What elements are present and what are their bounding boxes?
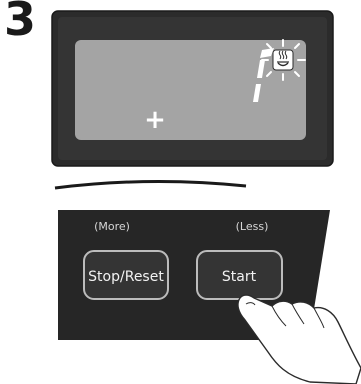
sensor-icon-bg — [273, 50, 293, 70]
start-label: Start — [222, 269, 257, 285]
stop-reset-button[interactable]: Stop/Reset — [84, 251, 168, 299]
stop-reset-label: Stop/Reset — [88, 269, 164, 285]
stop-reset-hint: (More) — [94, 220, 130, 233]
start-hint: (Less) — [236, 220, 269, 233]
plus-symbol: + — [144, 105, 166, 135]
display-panel: + — [52, 11, 333, 166]
break-line — [55, 181, 246, 188]
start-button[interactable]: Start — [197, 251, 282, 299]
